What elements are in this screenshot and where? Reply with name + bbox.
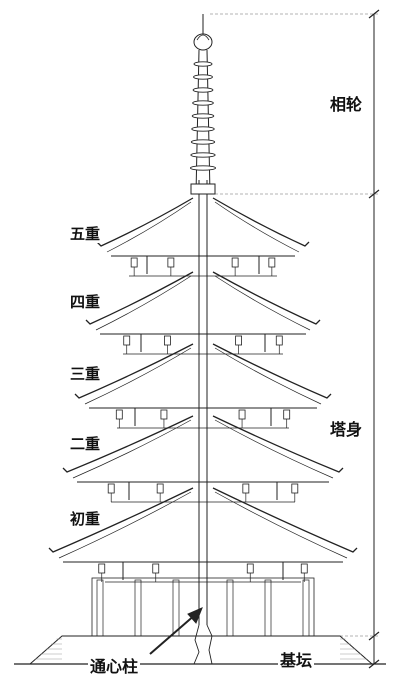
roof-1-right-slope <box>212 197 310 247</box>
storey-1-bracket-4 <box>268 257 276 268</box>
ground-column-1 <box>134 579 142 637</box>
pillar-foundation-stone <box>193 624 213 665</box>
tower-body-dimension-label: 塔身 <box>328 420 365 439</box>
storey-4-bracket-4 <box>291 483 299 494</box>
storey-1-bracket-1 <box>130 257 138 268</box>
roof-4-left-underside <box>72 419 192 479</box>
roof-5-right-underside <box>214 491 348 559</box>
ground-column-0 <box>96 579 104 637</box>
roof-1-right-underside <box>214 201 300 253</box>
dimension-tick-2 <box>368 631 380 641</box>
spire-edge-right <box>206 49 211 195</box>
spire-ring-7 <box>190 139 216 145</box>
arrow-head <box>187 607 203 624</box>
spire-ring-8 <box>190 152 216 158</box>
roof-5-left-underside <box>58 491 192 559</box>
sorin-spire <box>189 14 217 195</box>
roof-2-right-underside <box>214 275 311 331</box>
roof-2-left-slope <box>85 271 194 325</box>
spire-edge-left <box>195 49 200 195</box>
roof-4-right-underside <box>214 419 334 479</box>
storey-5-bracket-3 <box>246 563 254 574</box>
storey-5-bracket-4 <box>300 563 308 574</box>
dimension-tick-1 <box>368 189 380 199</box>
spire-ring-4 <box>192 100 214 106</box>
roof-3-left-underside <box>84 347 192 405</box>
storey-4-bracket-2 <box>156 483 164 494</box>
storey-5-bracket-1 <box>98 563 106 574</box>
platform-outline <box>29 635 373 665</box>
roof-tier-1 <box>96 197 310 277</box>
central-pillar-label: 通心柱 <box>88 657 141 676</box>
dimension-tick-0 <box>368 9 380 19</box>
storey-2-bracket-3 <box>235 335 242 346</box>
spire-ring-6 <box>191 126 215 132</box>
ground-floor-frame <box>91 577 315 637</box>
roof-2-left-underside <box>95 275 192 331</box>
storey-1-bracket-3 <box>231 257 239 268</box>
spire-ring-9 <box>189 165 217 171</box>
ground-column-5 <box>302 579 310 637</box>
storey-2-bracket-1 <box>123 335 131 346</box>
spire-ring-3 <box>192 87 214 93</box>
roof-tier-2 <box>85 271 321 355</box>
ground-column-4 <box>264 579 272 637</box>
roof-5-right-slope <box>212 487 358 553</box>
storey-label-3: 三重 <box>68 365 103 383</box>
roof-3-right-slope <box>212 343 332 399</box>
storey-3-bracket-2 <box>160 409 168 420</box>
roof-1-left-slope <box>96 197 194 247</box>
jewel-flame <box>196 34 210 41</box>
roof-tier-3 <box>74 343 332 429</box>
roof-4-right-slope <box>212 415 344 473</box>
storey-3-bracket-3 <box>238 409 246 420</box>
pillar-pointer-arrow <box>149 607 203 655</box>
platform-base <box>14 577 386 665</box>
storey-4-bracket-1 <box>107 483 115 494</box>
roof-1-left-underside <box>106 201 192 253</box>
sorin-dimension-label: 相轮 <box>328 95 365 114</box>
roof-3-left-slope <box>74 343 194 399</box>
roof-tier-5 <box>48 487 358 583</box>
roof-tier-4 <box>62 415 344 503</box>
arrow-shaft <box>149 613 197 655</box>
roof-2-right-slope <box>212 271 321 325</box>
storey-label-4: 四重 <box>68 293 103 311</box>
roof-3-right-underside <box>214 347 322 405</box>
storey-label-1: 初重 <box>68 510 103 528</box>
storey-label-2: 二重 <box>68 435 103 453</box>
spire-ring-1 <box>193 61 213 67</box>
storey-label-5: 五重 <box>68 225 103 243</box>
ground-column-3 <box>226 579 234 637</box>
roof-tiers <box>48 197 358 583</box>
roof-4-left-slope <box>62 415 194 473</box>
storey-1-bracket-2 <box>167 257 175 268</box>
storey-2-bracket-4 <box>275 335 283 346</box>
storey-4-bracket-3 <box>242 483 250 494</box>
hoju-jewel <box>193 33 213 51</box>
central-pillar <box>193 180 213 665</box>
spire-ring-5 <box>191 113 215 119</box>
platform-dimension-label: 基坛 <box>278 651 315 670</box>
storey-2-bracket-2 <box>164 335 171 346</box>
storey-5-bracket-2 <box>152 563 160 574</box>
storey-3-bracket-4 <box>283 409 291 420</box>
ground-column-2 <box>172 579 180 637</box>
storey-3-bracket-1 <box>115 409 123 420</box>
spire-ring-2 <box>193 74 213 80</box>
spire-base-block <box>190 183 216 195</box>
roof-5-left-slope <box>48 487 194 553</box>
